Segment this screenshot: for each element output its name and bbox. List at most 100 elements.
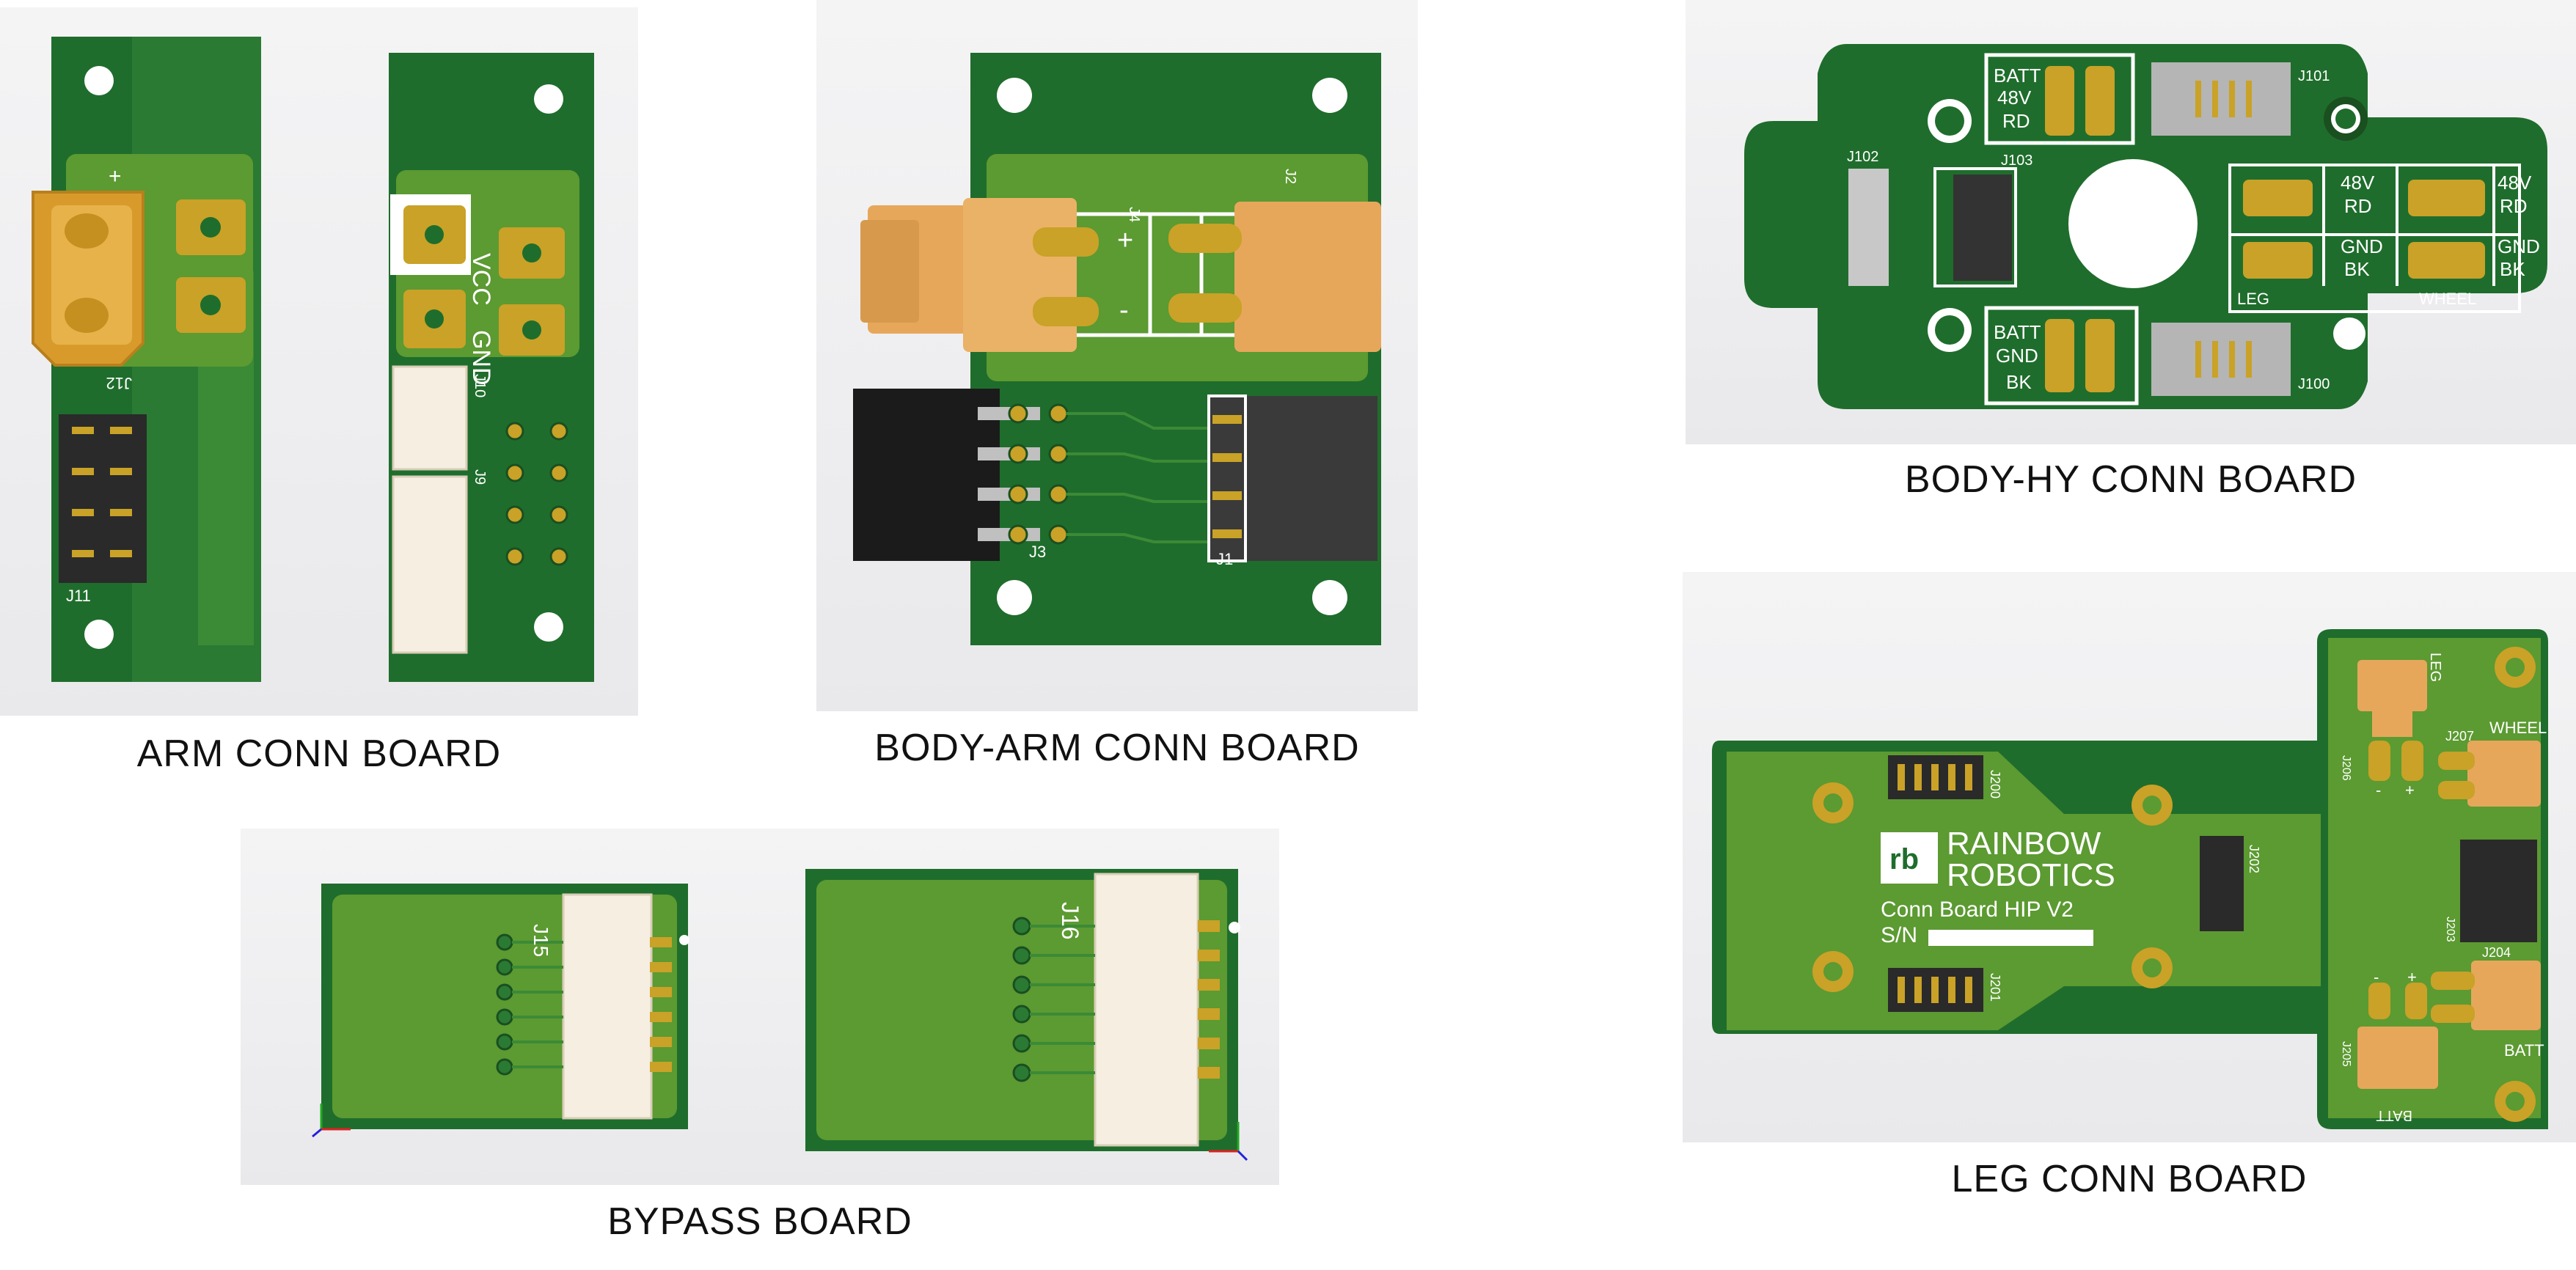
svg-text:rb: rb: [1889, 843, 1919, 876]
batt-rd-1: BATT: [1994, 65, 2041, 87]
j9-label: J9: [472, 469, 488, 485]
leg-text: LEG: [2427, 653, 2443, 682]
brand-line2: ROBOTICS: [1947, 857, 2115, 893]
mount-hole: [1312, 78, 1347, 113]
rainbow-robotics-logo: [1881, 832, 1938, 884]
xt-connector-leg: [2357, 660, 2427, 711]
j206-label: J206: [2340, 755, 2352, 781]
mount-hole: [84, 66, 114, 95]
xt-connector-j4: [860, 198, 1099, 352]
batt-rd-3: RD: [2002, 110, 2030, 132]
48v-rd-a-1: 48V: [2341, 172, 2375, 194]
body-arm-panel: J4 J2 + - J3 J1: [816, 0, 1418, 711]
minus-a: -: [2376, 781, 2381, 799]
leg-panel: J200 J201 rb RAINBOW ROBOTICS Conn Board…: [1683, 572, 2576, 1142]
j100-label: J100: [2298, 376, 2330, 392]
axis-gizmo: [312, 1104, 351, 1138]
connector-j202: [2200, 836, 2244, 931]
connector-j100: [2151, 323, 2291, 396]
xt-connector-batt: [2357, 1027, 2438, 1089]
j202-label: J202: [2247, 845, 2261, 873]
connector-j9: [392, 475, 468, 654]
j200-label: J200: [1988, 770, 2002, 799]
j15-label: J15: [530, 924, 552, 957]
j12-label: J12: [106, 374, 132, 392]
body-hy-panel: BATT 48V RD J101 J102 J103 48V RD 48V RD…: [1686, 0, 2576, 444]
leg-render: J200 J201 rb RAINBOW ROBOTICS Conn Board…: [1712, 629, 2548, 1129]
bypass-render: J15 J16: [312, 869, 1248, 1161]
xt-connector-j2: [1168, 202, 1381, 352]
xt-connector-j12: [32, 191, 144, 367]
batt-a-text: BATT: [2504, 1041, 2544, 1060]
connector-j16: [1094, 873, 1199, 1147]
brand-line1: RAINBOW: [1947, 826, 2101, 862]
mount-hole: [534, 84, 563, 114]
plus-label: +: [1117, 225, 1133, 256]
plus-a: +: [2405, 781, 2415, 799]
bypass-caption: BYPASS BOARD: [607, 1200, 912, 1243]
j16-label: J16: [1057, 902, 1083, 940]
batt-rd-2: 48V: [1997, 87, 2032, 109]
connector-j3: [853, 389, 1000, 561]
48v-rd-b-1: 48V: [2498, 172, 2532, 194]
wheel-label: WHEEL: [2419, 290, 2476, 308]
connector-j102: [1848, 169, 1889, 286]
gnd-bk-b-2: BK: [2500, 258, 2525, 280]
gnd-label: GND: [467, 330, 495, 386]
j3-label: J3: [1029, 543, 1046, 561]
j204-label: J204: [2482, 945, 2511, 960]
j10-label: J10: [472, 374, 488, 397]
48v-rd-a-2: RD: [2344, 195, 2372, 217]
gnd-bk-a-2: BK: [2344, 258, 2370, 280]
j2-label: J2: [1282, 169, 1298, 184]
wheel-text: WHEEL: [2489, 719, 2547, 737]
connector-j15: [562, 893, 653, 1120]
connector-j203: [2460, 840, 2537, 942]
j101-label: J101: [2298, 68, 2330, 84]
axis-gizmo: [1209, 1122, 1248, 1161]
mount-hole: [997, 78, 1032, 113]
connector-j101: [2151, 62, 2291, 136]
bypass-panel: J15 J16: [241, 829, 1279, 1185]
center-hole: [2068, 159, 2198, 288]
leg-caption: LEG CONN BOARD: [1951, 1158, 2308, 1200]
mount-hole: [2333, 318, 2365, 350]
mount-hole: [1812, 647, 2536, 1122]
j11-label: J11: [66, 587, 91, 605]
mount-hole: [1312, 580, 1347, 615]
board-name: Conn Board HIP V2: [1881, 898, 2074, 922]
j207-label: J207: [2445, 729, 2474, 744]
connector-j10: [392, 365, 468, 471]
vcc-label: VCC: [467, 253, 495, 306]
gnd-bk-a-1: GND: [2341, 235, 2383, 257]
mount-hole: [997, 580, 1032, 615]
arm-caption: ARM CONN BOARD: [136, 733, 502, 775]
arm-header-j11: [59, 414, 147, 583]
j102-label: J102: [1847, 149, 1878, 165]
j205-label: J205: [2340, 1041, 2352, 1067]
j203-label: J203: [2444, 917, 2456, 942]
xt-connector-wheel: [2467, 741, 2541, 807]
48v-rd-b-2: RD: [2500, 195, 2528, 217]
mount-hole: [84, 620, 114, 649]
body-hy-caption: BODY-HY CONN BOARD: [1904, 458, 2357, 501]
j4-label: J4: [1126, 207, 1142, 222]
minus-b: -: [2374, 968, 2379, 986]
body-arm-render: J4 J2 + - J3 J1: [853, 53, 1381, 645]
leg-label: LEG: [2237, 290, 2269, 308]
batt-bk-3: BK: [2006, 371, 2032, 393]
arm-plus-label: +: [109, 164, 122, 188]
arm-render: + J12 J11 VCC GND J10 J9: [32, 37, 594, 682]
xt-connector-j204: [2471, 961, 2541, 1030]
gnd-bk-b-1: GND: [2498, 235, 2540, 257]
mount-hole: [534, 612, 563, 642]
plus-b: +: [2407, 968, 2417, 986]
minus-label: -: [1119, 295, 1129, 326]
j201-label: J201: [1988, 973, 2002, 1002]
j1-label: J1: [1216, 550, 1233, 568]
body-hy-render: BATT 48V RD J101 J102 J103 48V RD 48V RD…: [1744, 44, 2547, 409]
batt-b-text: BATT: [2376, 1107, 2412, 1123]
batt-bk-1: BATT: [1994, 321, 2041, 343]
body-arm-caption: BODY-ARM CONN BOARD: [874, 727, 1360, 769]
batt-bk-2: GND: [1996, 345, 2038, 367]
